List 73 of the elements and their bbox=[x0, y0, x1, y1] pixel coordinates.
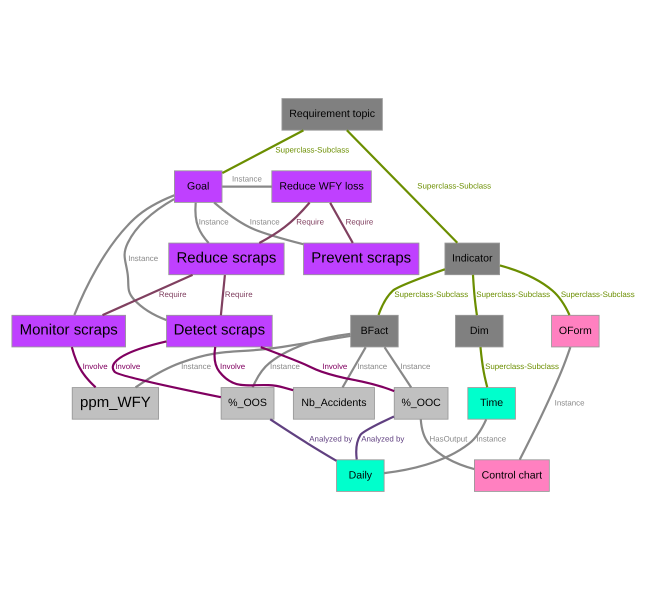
connector bbox=[518, 346, 572, 460]
edge-label: Involve bbox=[82, 362, 108, 371]
connector bbox=[222, 128, 304, 174]
edge-label: Involve bbox=[115, 362, 140, 371]
edge-label: Instance bbox=[198, 217, 229, 226]
edge-label: Superclass-Subclass bbox=[275, 144, 350, 154]
edge-label: Analyzed by bbox=[309, 434, 352, 443]
node-box: %_OOS bbox=[220, 386, 274, 420]
edge-label: Instance bbox=[128, 253, 158, 262]
connector bbox=[384, 346, 412, 388]
edge-label: Involve bbox=[220, 362, 246, 371]
edge-label: Superclass-Subclass bbox=[476, 289, 550, 298]
connector bbox=[222, 185, 272, 188]
edge-label: Instance bbox=[400, 362, 430, 371]
connector bbox=[213, 346, 294, 391]
edge-label: Superclass-Subclass bbox=[394, 289, 468, 298]
node-box: Reduce WFY loss bbox=[271, 170, 372, 202]
node-box: Indicator bbox=[444, 242, 500, 275]
edge-label: Require bbox=[346, 217, 374, 226]
edge-label: Instance bbox=[250, 217, 280, 226]
connector bbox=[73, 194, 175, 315]
edge-label: Instance bbox=[357, 362, 388, 371]
node-box: %_OOC bbox=[394, 386, 448, 420]
connector bbox=[124, 198, 175, 321]
edge-label: Instance bbox=[476, 434, 506, 443]
edge-label: Instance bbox=[270, 362, 300, 371]
node-box: Reduce scraps bbox=[168, 242, 285, 275]
edge-label: Require bbox=[296, 217, 324, 226]
node-box: OForm bbox=[551, 314, 600, 347]
connector bbox=[377, 268, 446, 315]
connector bbox=[500, 264, 570, 315]
node-box: Daily bbox=[336, 458, 385, 492]
connector bbox=[112, 340, 222, 398]
edge-label: Instance bbox=[232, 174, 262, 184]
node-box: BFact bbox=[350, 314, 399, 347]
node-box: Time bbox=[467, 386, 516, 420]
node-box: Dim bbox=[455, 314, 504, 347]
connector bbox=[270, 418, 337, 462]
node-box: Monitor scraps bbox=[11, 314, 126, 347]
connector bbox=[258, 201, 310, 244]
connector bbox=[70, 346, 96, 388]
node-box: Goal bbox=[174, 170, 222, 202]
node-box: Nb_Accidents bbox=[292, 386, 375, 420]
edge-label: Superclass-Subclass bbox=[485, 362, 559, 371]
edge-label: Analyzed by bbox=[361, 434, 404, 443]
node-box: Requirement topic bbox=[282, 98, 383, 130]
connector bbox=[102, 273, 194, 316]
connector bbox=[134, 334, 351, 388]
connector bbox=[260, 346, 395, 392]
connector bbox=[355, 414, 394, 460]
edge-label: Instance bbox=[554, 398, 585, 407]
connector bbox=[220, 274, 226, 315]
node-box: Control chart bbox=[474, 458, 550, 492]
connector bbox=[384, 418, 488, 474]
connector bbox=[252, 332, 351, 388]
edge-label: Instance bbox=[181, 362, 211, 371]
connector bbox=[342, 346, 367, 388]
edge-label: Superclass-Subclass bbox=[417, 181, 492, 190]
edge-label: Require bbox=[158, 289, 187, 298]
connector bbox=[420, 418, 474, 470]
edge-label: Involve bbox=[322, 362, 348, 371]
connector bbox=[346, 129, 458, 244]
connector bbox=[479, 346, 488, 387]
connector bbox=[213, 201, 304, 245]
connector bbox=[194, 202, 210, 244]
connector bbox=[329, 202, 354, 244]
edge-label: HasOutput bbox=[430, 434, 468, 443]
node-box: Prevent scraps bbox=[303, 242, 420, 275]
node-box: Detect scraps bbox=[166, 314, 273, 347]
connector bbox=[472, 274, 478, 315]
edge-label: Superclass-Subclass bbox=[560, 289, 635, 298]
edge-label: Require bbox=[224, 289, 253, 298]
node-box: ppm_WFY bbox=[72, 386, 160, 420]
